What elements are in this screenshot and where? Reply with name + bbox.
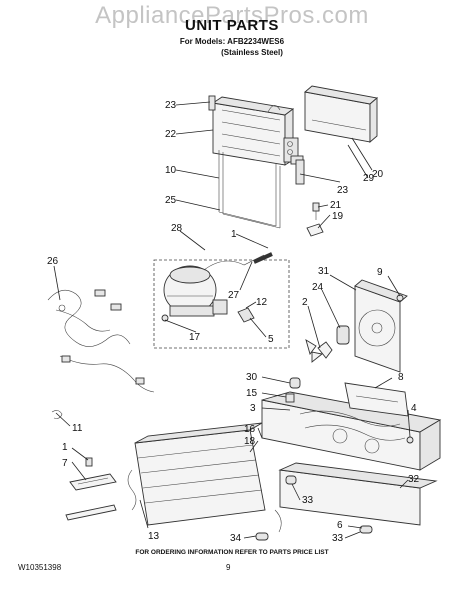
leader-lines bbox=[53, 101, 411, 539]
callout: 4 bbox=[411, 403, 417, 414]
callout: 27 bbox=[228, 290, 240, 301]
base-pan bbox=[261, 377, 442, 471]
callout: 26 bbox=[47, 256, 59, 267]
ordering-note: FOR ORDERING INFORMATION REFER TO PARTS … bbox=[135, 549, 329, 556]
callout: 34 bbox=[230, 533, 242, 544]
document-number: W10351398 bbox=[18, 563, 62, 572]
callout: 7 bbox=[62, 458, 68, 469]
callout: 20 bbox=[372, 169, 384, 180]
callout: 28 bbox=[171, 223, 183, 234]
wiring-harness bbox=[47, 289, 155, 393]
callout: 23 bbox=[337, 185, 349, 196]
coil-assembly bbox=[208, 95, 304, 166]
callout: 18 bbox=[244, 436, 256, 447]
callout: 11 bbox=[72, 423, 83, 434]
fan-assembly bbox=[305, 279, 408, 373]
condenser-coil bbox=[127, 422, 266, 526]
small-parts-left bbox=[51, 410, 117, 521]
callout: 33 bbox=[332, 533, 344, 544]
callout: 32 bbox=[408, 474, 420, 485]
callout: 23 bbox=[165, 100, 177, 111]
callout: 21 bbox=[330, 200, 342, 211]
page-number: 9 bbox=[226, 563, 231, 572]
callout: 13 bbox=[148, 531, 160, 542]
callout: 9 bbox=[377, 267, 383, 278]
callout: 1 bbox=[231, 229, 237, 240]
callout: 1 bbox=[62, 442, 68, 453]
compressor bbox=[161, 252, 273, 323]
callout: 10 bbox=[165, 165, 177, 176]
callout: 3 bbox=[250, 403, 256, 414]
callout: 31 bbox=[318, 266, 330, 277]
callout: 33 bbox=[302, 495, 314, 506]
callout: 8 bbox=[398, 372, 404, 383]
heater-rods bbox=[218, 150, 281, 229]
callout: 12 bbox=[256, 297, 268, 308]
callout: 19 bbox=[332, 211, 344, 222]
screw-and-clip bbox=[306, 202, 324, 237]
callout: 16 bbox=[244, 424, 256, 435]
watermark: AppliancePartsPros.com bbox=[95, 2, 369, 29]
callout: 5 bbox=[268, 334, 274, 345]
callout: 29 bbox=[363, 173, 375, 184]
callout: 22 bbox=[165, 129, 177, 140]
drain-cover bbox=[295, 85, 379, 185]
drain-pan bbox=[255, 462, 438, 541]
variant-line: (Stainless Steel) bbox=[221, 48, 283, 57]
model-line: For Models: AFB2234WES6 bbox=[179, 37, 285, 46]
compressor-box bbox=[153, 259, 290, 349]
callout: 17 bbox=[189, 332, 201, 343]
callout: 30 bbox=[246, 372, 258, 383]
callout: 25 bbox=[165, 195, 177, 206]
callout-labels: 23 22 10 25 28 1 26 21 19 29 20 23 31 9 … bbox=[47, 100, 420, 544]
callout: 15 bbox=[246, 388, 258, 399]
page-title: UNIT PARTS bbox=[185, 17, 279, 34]
callout: 24 bbox=[312, 282, 324, 293]
callout: 6 bbox=[337, 520, 343, 531]
callout: 2 bbox=[302, 297, 308, 308]
